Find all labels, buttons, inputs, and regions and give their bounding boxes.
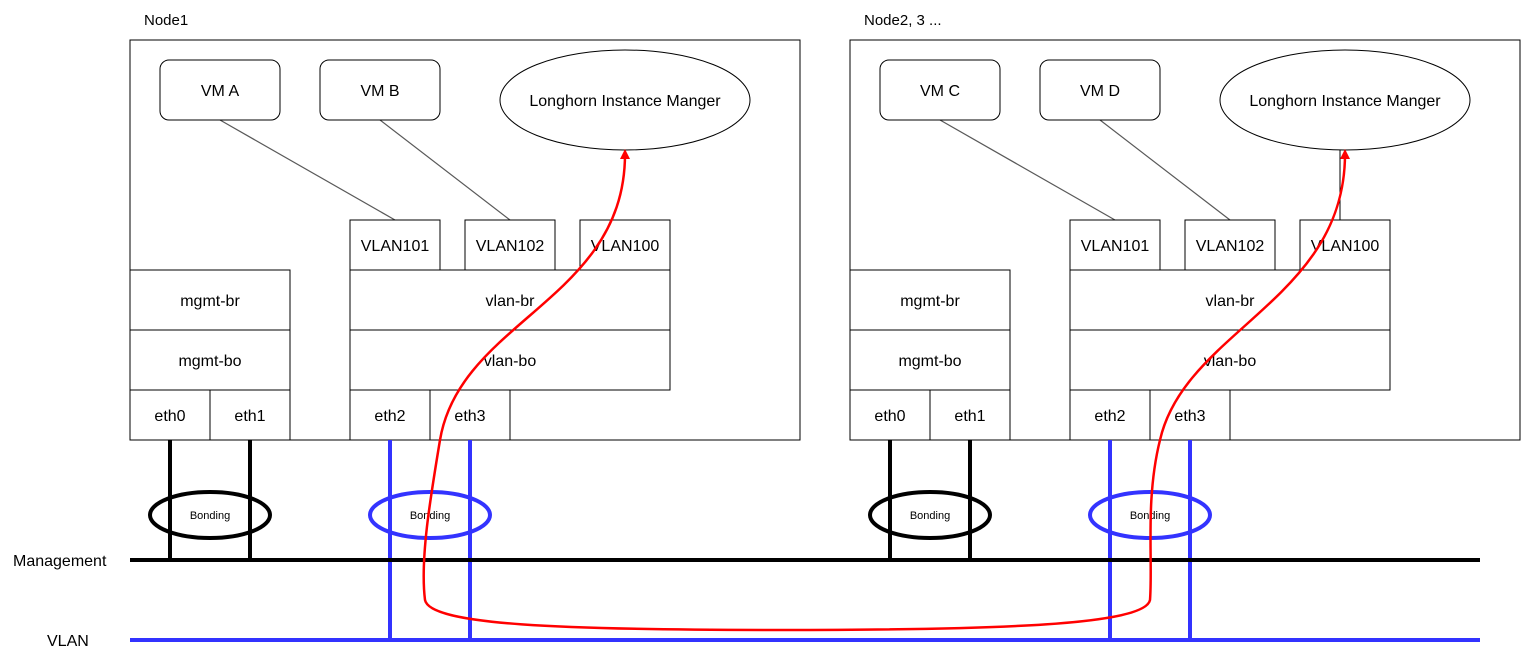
eth2-box[interactable] [349, 389, 431, 441]
node2-title: Node2, 3 ... [864, 12, 942, 29]
vm-c-link [939, 119, 1116, 221]
vm-b-box[interactable] [319, 59, 441, 121]
bonding-vlan-label: Bonding [410, 510, 450, 522]
vlan100-box[interactable] [579, 219, 671, 271]
vlan-br-label: vlan-br [1206, 293, 1256, 310]
vm-a-box[interactable] [159, 59, 281, 121]
vlan-bo-box[interactable] [349, 329, 671, 391]
vlan-br-box[interactable] [349, 269, 671, 331]
eth1-box[interactable] [209, 389, 291, 441]
vm-b-label: VM B [360, 83, 399, 100]
vlan-bo-label: vlan-bo [1204, 353, 1257, 370]
vm-c-box[interactable] [879, 59, 1001, 121]
bonding-mgmt-ring [148, 490, 272, 540]
mgmt-bo-box[interactable] [849, 329, 1011, 391]
vm-d-box[interactable] [1039, 59, 1161, 121]
mgmt-br-label: mgmt-br [900, 293, 960, 310]
eth3-label: eth3 [454, 408, 485, 425]
longhorn-replication-path [422, 149, 1350, 632]
vlan100-label: VLAN100 [1311, 238, 1380, 255]
mgmt-bo-label: mgmt-bo [178, 353, 241, 370]
eth0-label: eth0 [154, 408, 185, 425]
eth0-label: eth0 [874, 408, 905, 425]
vlan101-box[interactable] [349, 219, 441, 271]
vm-b-link [379, 119, 511, 221]
eth2-label: eth2 [374, 408, 405, 425]
vlan102-box[interactable] [464, 219, 556, 271]
vlan-br-label: vlan-br [486, 293, 536, 310]
longhorn-label: Longhorn Instance Manger [529, 93, 721, 110]
node1: Node1 VM A VM B Longhorn Instance Manger… [129, 12, 801, 640]
eth1-label: eth1 [234, 408, 265, 425]
vlan100-label: VLAN100 [591, 238, 660, 255]
vm-d-label: VM D [1080, 83, 1120, 100]
eth1-box[interactable] [929, 389, 1011, 441]
mgmt-br-label: mgmt-br [180, 293, 240, 310]
networks: Management VLAN [13, 553, 1480, 650]
vm-d-link [1099, 119, 1231, 221]
vlan-bo-label: vlan-bo [484, 353, 537, 370]
node2: Node2, 3 ... VM C VM D Longhorn Instance… [849, 12, 1521, 640]
node1-title: Node1 [144, 12, 188, 29]
eth0-box[interactable] [849, 389, 931, 441]
mgmt-bo-label: mgmt-bo [898, 353, 961, 370]
mgmt-br-box[interactable] [129, 269, 291, 331]
eth2-label: eth2 [1094, 408, 1125, 425]
longhorn-label: Longhorn Instance Manger [1249, 93, 1441, 110]
vm-a-link [219, 119, 396, 221]
vlan102-box[interactable] [1184, 219, 1276, 271]
bonding-mgmt-ring [868, 490, 992, 540]
vm-c-label: VM C [920, 83, 960, 100]
vlan102-label: VLAN102 [476, 238, 545, 255]
eth2-box[interactable] [1069, 389, 1151, 441]
bonding-mgmt-label: Bonding [190, 510, 230, 522]
management-network-label: Management [13, 553, 107, 570]
eth3-box[interactable] [429, 389, 511, 441]
mgmt-br-box[interactable] [849, 269, 1011, 331]
vm-a-label: VM A [201, 83, 240, 100]
vlan-network-label: VLAN [47, 633, 89, 650]
bonding-mgmt-label: Bonding [910, 510, 950, 522]
vlan101-label: VLAN101 [1081, 238, 1150, 255]
vlan100-box[interactable] [1299, 219, 1391, 271]
eth3-label: eth3 [1174, 408, 1205, 425]
vlan101-label: VLAN101 [361, 238, 430, 255]
vlan-br-box[interactable] [1069, 269, 1391, 331]
bonding-vlan-ring [368, 490, 492, 540]
eth1-label: eth1 [954, 408, 985, 425]
vlan102-label: VLAN102 [1196, 238, 1265, 255]
